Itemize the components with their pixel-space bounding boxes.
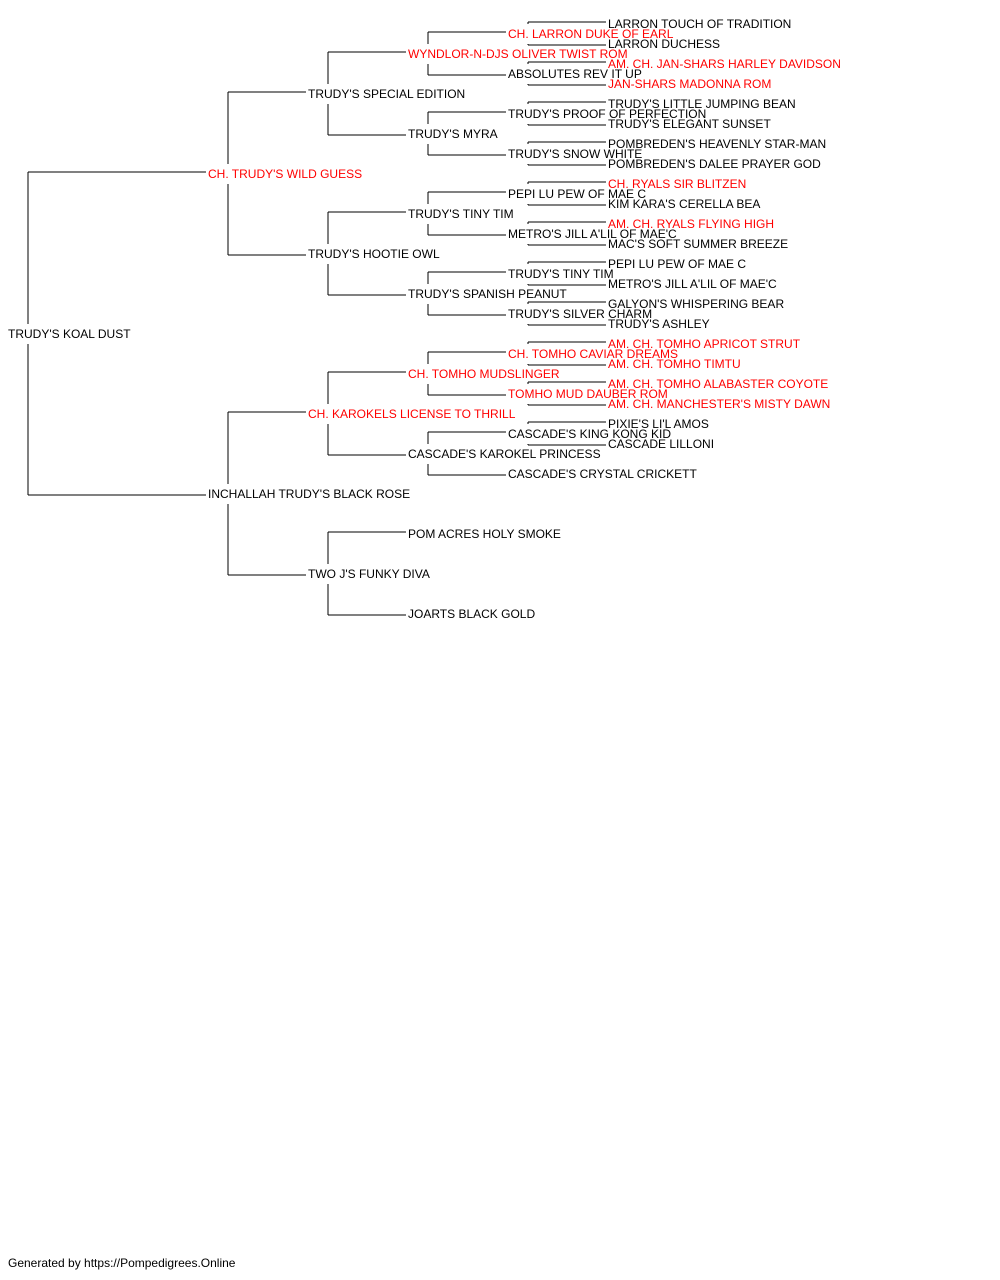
- pedigree-node-.sire.dam.sire.sire.dam: KIM KARA'S CERELLA BEA: [608, 197, 760, 211]
- pedigree-node-.sire.dam.dam.dam.sire: GALYON'S WHISPERING BEAR: [608, 297, 784, 311]
- pedigree-node-.sire.sire.sire: WYNDLOR-N-DJS OLIVER TWIST ROM: [408, 47, 628, 61]
- pedigree-node-.sire.sire.sire.sire.sire: LARRON TOUCH OF TRADITION: [608, 17, 791, 31]
- pedigree-node-.dam.dam.sire: POM ACRES HOLY SMOKE: [408, 527, 561, 541]
- pedigree-node-.dam.sire.sire.sire.dam: AM. CH. TOMHO TIMTU: [608, 357, 741, 371]
- pedigree-node-.sire.sire.dam.dam: TRUDY'S SNOW WHITE: [508, 147, 642, 161]
- pedigree-node-.dam.sire.dam.sire.dam: CASCADE LILLONI: [608, 437, 714, 451]
- footer-credit: Generated by https://Pompedigrees.Online: [8, 1256, 236, 1270]
- pedigree-node-.sire.dam.sire: TRUDY'S TINY TIM: [408, 207, 514, 221]
- pedigree-node-.dam.sire.sire.dam.sire: AM. CH. TOMHO ALABASTER COYOTE: [608, 377, 828, 391]
- pedigree-node-.sire.dam.sire.sire: PEPI LU PEW OF MAE C: [508, 187, 646, 201]
- pedigree-node-.dam.sire.dam.sire.sire: PIXIE'S LI'L AMOS: [608, 417, 709, 431]
- pedigree-node-.dam: INCHALLAH TRUDY'S BLACK ROSE: [208, 487, 410, 501]
- pedigree-node-.dam.sire.dam.dam: CASCADE'S CRYSTAL CRICKETT: [508, 467, 697, 481]
- pedigree-node-.dam.sire.sire.sire: CH. TOMHO CAVIAR DREAMS: [508, 347, 678, 361]
- pedigree-node-.sire.dam.sire.dam: METRO'S JILL A'LIL OF MAE'C: [508, 227, 677, 241]
- pedigree-node-.sire.dam.dam.sire: TRUDY'S TINY TIM: [508, 267, 614, 281]
- pedigree-node-.sire.sire.dam.sire.sire: TRUDY'S LITTLE JUMPING BEAN: [608, 97, 796, 111]
- pedigree-node-.dam.sire.sire.sire.sire: AM. CH. TOMHO APRICOT STRUT: [608, 337, 801, 351]
- pedigree-node-.sire.dam.dam.sire.sire: PEPI LU PEW OF MAE C: [608, 257, 746, 271]
- pedigree-node-.dam.sire.sire.dam.dam: AM. CH. MANCHESTER'S MISTY DAWN: [608, 397, 830, 411]
- pedigree-node-.sire.dam: TRUDY'S HOOTIE OWL: [308, 247, 440, 261]
- pedigree-node-.sire.sire.dam.dam.dam: POMBREDEN'S DALEE PRAYER GOD: [608, 157, 821, 171]
- pedigree-node-.sire.sire: TRUDY'S SPECIAL EDITION: [308, 87, 465, 101]
- pedigree-node-.sire.sire.dam.sire.dam: TRUDY'S ELEGANT SUNSET: [608, 117, 771, 131]
- pedigree-node-.dam.sire.sire: CH. TOMHO MUDSLINGER: [408, 367, 560, 381]
- pedigree-node-.dam.sire: CH. KAROKELS LICENSE TO THRILL: [308, 407, 516, 421]
- pedigree-node-subject: TRUDY'S KOAL DUST: [8, 327, 131, 341]
- pedigree-node-.dam.dam: TWO J'S FUNKY DIVA: [308, 567, 430, 581]
- pedigree-node-.sire.dam.sire.dam.sire: AM. CH. RYALS FLYING HIGH: [608, 217, 774, 231]
- pedigree-node-.dam.sire.dam: CASCADE'S KAROKEL PRINCESS: [408, 447, 601, 461]
- pedigree-node-.sire.dam.dam.dam.dam: TRUDY'S ASHLEY: [608, 317, 710, 331]
- pedigree-node-.sire.dam.sire.dam.dam: MAC'S SOFT SUMMER BREEZE: [608, 237, 788, 251]
- pedigree-node-.sire.dam.dam: TRUDY'S SPANISH PEANUT: [408, 287, 567, 301]
- pedigree-node-.dam.sire.sire.dam: TOMHO MUD DAUBER ROM: [508, 387, 668, 401]
- pedigree-node-.sire.dam.dam.sire.dam: METRO'S JILL A'LIL OF MAE'C: [608, 277, 777, 291]
- pedigree-node-.dam.sire.dam.sire: CASCADE'S KING KONG KID: [508, 427, 671, 441]
- pedigree-node-.sire.sire.sire.dam.dam: JAN-SHARS MADONNA ROM: [608, 77, 771, 91]
- pedigree-node-.sire.dam.dam.dam: TRUDY'S SILVER CHARM: [508, 307, 652, 321]
- pedigree-node-.dam.dam.dam: JOARTS BLACK GOLD: [408, 607, 535, 621]
- pedigree-node-.sire: CH. TRUDY'S WILD GUESS: [208, 167, 362, 181]
- pedigree-node-.sire.sire.dam.dam.sire: POMBREDEN'S HEAVENLY STAR-MAN: [608, 137, 826, 151]
- pedigree-node-.sire.sire.sire.dam.sire: AM. CH. JAN-SHARS HARLEY DAVIDSON: [608, 57, 841, 71]
- pedigree-node-.sire.sire.sire.sire: CH. LARRON DUKE OF EARL: [508, 27, 674, 41]
- pedigree-node-.sire.sire.sire.dam: ABSOLUTES REV IT UP: [508, 67, 642, 81]
- pedigree-node-.sire.sire.dam.sire: TRUDY'S PROOF OF PERFECTION: [508, 107, 706, 121]
- pedigree-node-.sire.dam.sire.sire.sire: CH. RYALS SIR BLITZEN: [608, 177, 746, 191]
- pedigree-node-.sire.sire.sire.sire.dam: LARRON DUCHESS: [608, 37, 720, 51]
- pedigree-node-.sire.sire.dam: TRUDY'S MYRA: [408, 127, 498, 141]
